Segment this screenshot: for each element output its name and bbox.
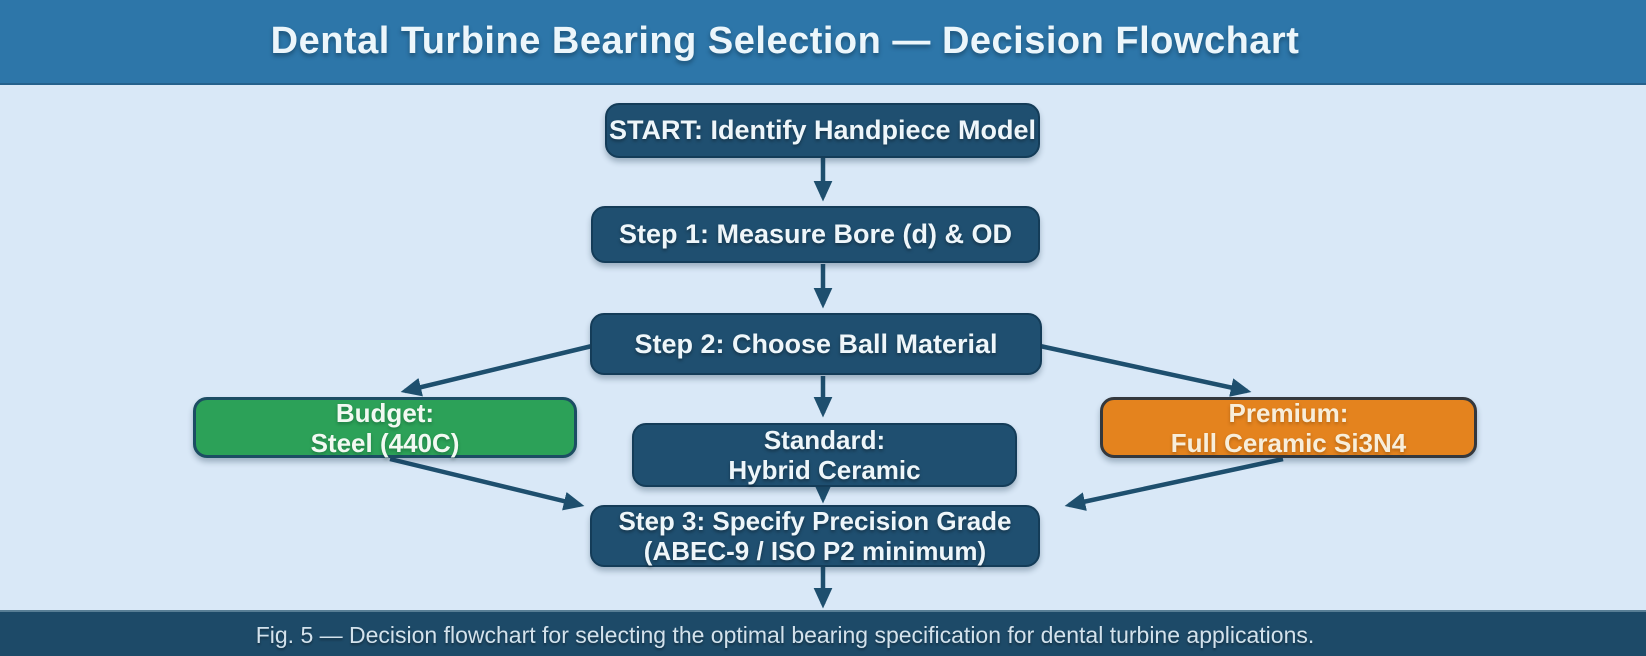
node-step3-line2: (ABEC-9 / ISO P2 minimum) — [643, 536, 987, 566]
node-start-label: START: Identify Handpiece Model — [608, 115, 1037, 145]
node-standard-line2: Hybrid Ceramic — [728, 455, 921, 485]
node-premium-line2: Full Ceramic Si3N4 — [1170, 427, 1407, 458]
node-step3-line1: Step 3: Specify Precision Grade — [618, 506, 1012, 536]
node-start: START: Identify Handpiece Model — [605, 103, 1040, 158]
node-premium-line1: Premium: — [1228, 397, 1349, 428]
node-standard-line1: Standard: — [763, 425, 886, 455]
edge-step2-premium — [1039, 343, 1252, 397]
header-bar: Dental Turbine Bearing Selection — Decis… — [0, 0, 1646, 85]
node-budget-line2: Steel (440C) — [310, 427, 460, 458]
node-budget: Budget: Steel (440C) — [193, 397, 577, 458]
node-step1-label: Step 1: Measure Bore (d) & OD — [618, 219, 1013, 249]
node-step2: Step 2: Choose Ball Material — [590, 313, 1042, 375]
figure-title: Dental Turbine Bearing Selection — Decis… — [270, 20, 1300, 62]
flow-arrows — [389, 158, 1284, 609]
node-step3: Step 3: Specify Precision Grade (ABEC-9 … — [590, 505, 1040, 567]
edge-step2-budget — [400, 343, 593, 397]
edge-budget-step3 — [389, 456, 585, 511]
node-step1: Step 1: Measure Bore (d) & OD — [591, 206, 1040, 263]
node-standard: Standard: Hybrid Ceramic — [632, 423, 1017, 487]
caption-bar: Fig. 5 — Decision flowchart for selectin… — [0, 610, 1646, 656]
node-premium: Premium: Full Ceramic Si3N4 — [1100, 397, 1477, 458]
edge-premium-step3 — [1064, 456, 1284, 511]
node-budget-line1: Budget: — [335, 397, 435, 428]
flowchart-canvas: START: Identify Handpiece Model Step 1: … — [0, 85, 1646, 612]
figure-caption: Fig. 5 — Decision flowchart for selectin… — [255, 622, 1315, 649]
node-step2-label: Step 2: Choose Ball Material — [634, 328, 998, 359]
